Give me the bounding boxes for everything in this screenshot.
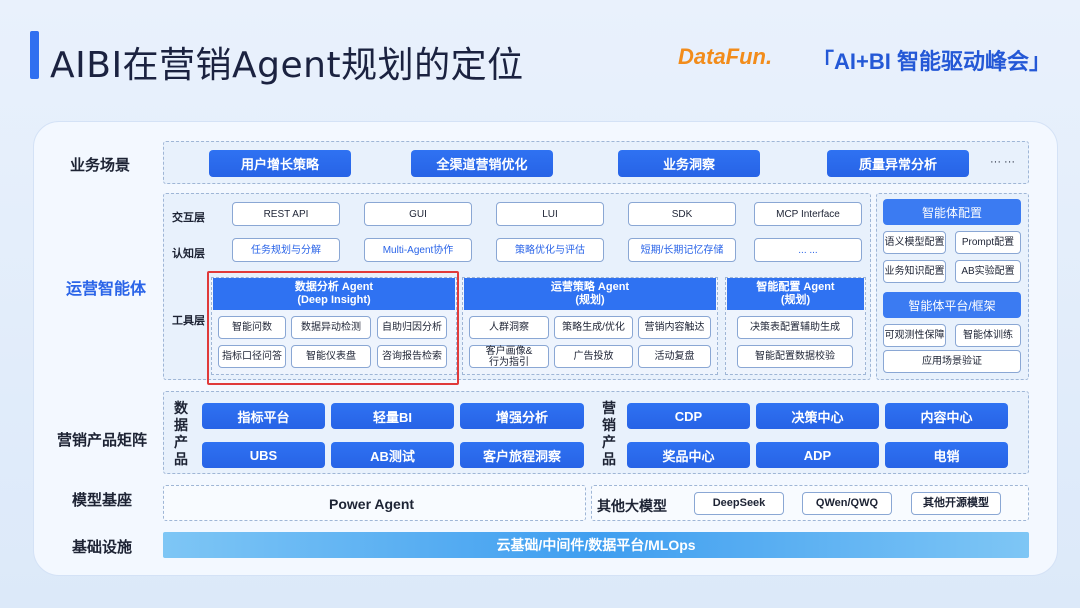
platform-observability: 可观测性保障: [883, 324, 946, 347]
tool-smart-query: 智能问数: [218, 316, 286, 339]
cognition-memory: 短期/长期记忆存储: [628, 238, 736, 262]
scenario-user-growth: 用户增长策略: [209, 150, 351, 177]
config-agent-title: 智能配置 Agent: [756, 281, 835, 293]
config-agent-subtitle: (规划): [780, 294, 811, 306]
event-title: 「AI+BI 智能驱动峰会」: [812, 49, 1051, 74]
tool-decision-table: 决策表配置辅助生成: [737, 316, 853, 339]
other-models-label: 其他大模型: [597, 498, 667, 514]
marketing-product-label: 营 销 产 品: [602, 400, 616, 467]
tool-ads: 广告投放: [554, 345, 633, 368]
tool-campaign-review: 活动复盘: [638, 345, 711, 368]
row-label-model: 模型基座: [72, 492, 133, 509]
tool-anomaly-detection: 数据异动检测: [291, 316, 371, 339]
interaction-gui: GUI: [364, 202, 472, 226]
scenario-omnichannel: 全渠道营销优化: [411, 150, 553, 177]
title-accent-bar: [30, 31, 39, 79]
platform-training: 智能体训练: [955, 324, 1021, 347]
layer-label-tool: 工具层: [172, 315, 205, 327]
layer-label-cognition: 认知层: [172, 248, 205, 260]
product-journey: 客户旅程洞察: [460, 442, 584, 468]
config-knowledge: 业务知识配置: [883, 260, 946, 283]
layer-label-interaction: 交互层: [172, 212, 205, 224]
interaction-rest-api: REST API: [232, 202, 340, 226]
model-qwen: QWen/QWQ: [802, 492, 892, 515]
power-agent-panel: [163, 485, 586, 521]
model-deepseek: DeepSeek: [694, 492, 784, 515]
product-decision-center: 决策中心: [756, 403, 879, 429]
strategy-agent-header: 运营策略 Agent (规划): [464, 278, 716, 310]
scenario-quality: 质量异常分析: [827, 150, 969, 177]
interaction-lui: LUI: [496, 202, 604, 226]
brand-logo-text: DataFun.: [678, 44, 773, 69]
row-label-product: 营销产品矩阵: [57, 432, 148, 449]
config-ab-test: AB实验配置: [955, 260, 1021, 283]
tool-metric-qa: 指标口径问答: [218, 345, 286, 368]
interaction-mcp: MCP Interface: [754, 202, 862, 226]
config-semantic-model: 语义模型配置: [883, 231, 946, 254]
row-label-infra: 基础设施: [72, 539, 133, 556]
cognition-more: ... ...: [754, 238, 862, 262]
highlight-frame: [207, 271, 459, 385]
page-title: AIBI在营销Agent规划的定位: [50, 45, 524, 86]
product-adp: ADP: [756, 442, 879, 468]
config-agent-header: 智能配置 Agent (规划): [727, 278, 864, 310]
data-analysis-agent-subtitle: (Deep Insight): [297, 294, 371, 306]
scenario-insight: 业务洞察: [618, 150, 760, 177]
tool-customer-profile: 客户画像& 行为指引: [469, 345, 549, 368]
interaction-sdk: SDK: [628, 202, 736, 226]
product-ab-test: AB测试: [331, 442, 454, 468]
tool-report-search: 咨询报告检索: [377, 345, 447, 368]
platform-validation: 应用场景验证: [883, 350, 1021, 373]
product-content-center: 内容中心: [885, 403, 1008, 429]
tool-content-reach: 营销内容触达: [638, 316, 711, 339]
cognition-strategy: 策略优化与评估: [496, 238, 604, 262]
strategy-agent-title: 运营策略 Agent: [550, 281, 630, 293]
config-prompt: Prompt配置: [955, 231, 1021, 254]
tool-dashboard: 智能仪表盘: [291, 345, 371, 368]
data-product-label: 数 据 产 品: [174, 400, 188, 467]
cognition-multi-agent: Multi-Agent协作: [364, 238, 472, 262]
data-analysis-agent-title: 数据分析 Agent: [294, 281, 374, 293]
product-augmented-analytics: 增强分析: [460, 403, 584, 429]
row-label-agent: 运营智能体: [66, 281, 147, 298]
tool-crowd-insight: 人群洞察: [469, 316, 549, 339]
product-cdp: CDP: [627, 403, 750, 429]
tool-config-validation: 智能配置数据校验: [737, 345, 853, 368]
data-analysis-agent-header: 数据分析 Agent (Deep Insight): [213, 278, 455, 310]
cognition-planning: 任务规划与分解: [232, 238, 340, 262]
product-light-bi: 轻量BI: [331, 403, 454, 429]
product-ubs: UBS: [202, 442, 325, 468]
product-telemarketing: 电销: [885, 442, 1008, 468]
config-title: 智能体配置: [883, 199, 1021, 225]
strategy-agent-subtitle: (规划): [575, 294, 605, 306]
row-label-business: 业务场景: [70, 157, 131, 174]
scenario-more: ··· ···: [990, 156, 1016, 168]
model-open-source: 其他开源模型: [911, 492, 1001, 515]
power-agent-label: Power Agent: [329, 496, 415, 512]
infra-bar: 云基础/中间件/数据平台/MLOps: [163, 532, 1029, 558]
product-prize-center: 奖品中心: [627, 442, 750, 468]
product-metric-platform: 指标平台: [202, 403, 325, 429]
platform-title: 智能体平台/框架: [883, 292, 1021, 318]
tool-attribution: 自助归因分析: [377, 316, 447, 339]
tool-strategy-gen: 策略生成/优化: [554, 316, 633, 339]
